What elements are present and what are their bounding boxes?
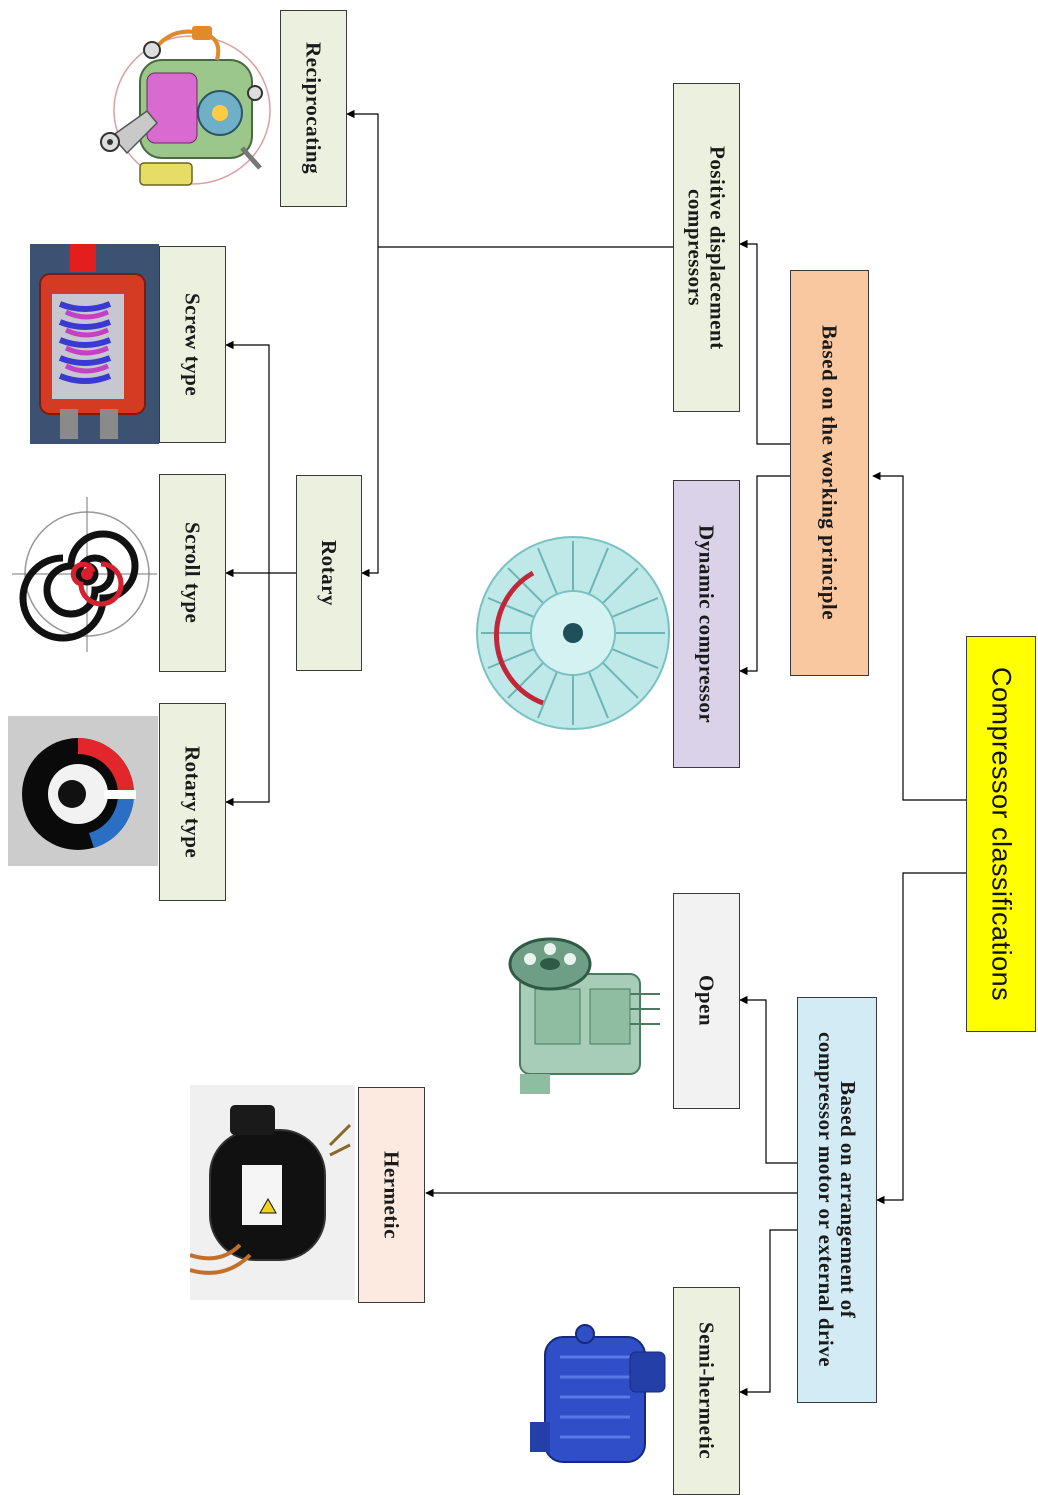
motor-arrangement-label: Based on arrangement of compressor motor… — [814, 1032, 861, 1368]
connector-to-rotary — [361, 247, 379, 578]
working-principle-label: Based on the working principle — [817, 325, 842, 621]
connector-to-rotary-type — [225, 573, 270, 807]
title-box: Compressor classifications — [966, 636, 1036, 1032]
diagram-title: Compressor classifications — [986, 666, 1017, 1002]
rotary-box: Rotary — [296, 475, 362, 671]
semi-hermetic-compressor-icon — [530, 1324, 666, 1463]
positive-displacement-box: Positive displacement compressors — [673, 83, 740, 412]
hermetic-label: Hermetic — [379, 1151, 404, 1239]
motor-arrangement-box: Based on arrangement of compressor motor… — [797, 997, 877, 1403]
hermetic-compressor-shell-icon — [190, 1085, 355, 1300]
working-principle-box: Based on the working principle — [790, 270, 869, 676]
open-label: Open — [694, 975, 719, 1027]
screw-type-box: Screw type — [159, 246, 226, 443]
connector-to-open — [739, 995, 797, 1164]
reciprocating-compressor-cutaway-icon — [100, 26, 271, 186]
connector-working-to-positive — [739, 239, 790, 445]
reciprocating-label: Reciprocating — [301, 42, 326, 175]
scroll-type-label: Scroll type — [180, 522, 205, 624]
dynamic-compressor-box: Dynamic compressor — [673, 480, 740, 768]
connector-title-to-working-principle — [872, 471, 966, 801]
connector-to-semi-hermetic — [739, 1229, 797, 1397]
open-compressor-flywheel-icon — [508, 937, 660, 1094]
hermetic-box: Hermetic — [358, 1087, 425, 1303]
connector-to-screw — [225, 340, 270, 573]
screw-compressor-rotors-icon — [30, 244, 159, 444]
rotary-label: Rotary — [317, 540, 342, 606]
rotary-type-box: Rotary type — [159, 703, 226, 901]
scroll-spiral-icon — [12, 497, 157, 652]
positive-displacement-label: Positive displacement compressors — [683, 145, 730, 350]
open-box: Open — [673, 893, 740, 1109]
connector-title-to-motor-arrangement — [876, 872, 966, 1205]
centrifugal-impeller-icon — [476, 536, 670, 730]
screw-type-label: Screw type — [180, 292, 205, 397]
rotary-type-label: Rotary type — [180, 745, 205, 859]
rotary-vane-icon — [8, 716, 158, 866]
connector-to-reciprocating — [346, 109, 379, 247]
semi-hermetic-label: Semi-hermetic — [694, 1322, 719, 1460]
connector-working-to-dynamic — [739, 475, 790, 676]
scroll-type-box: Scroll type — [159, 474, 226, 672]
reciprocating-box: Reciprocating — [280, 10, 347, 207]
dynamic-compressor-label: Dynamic compressor — [694, 524, 719, 724]
semi-hermetic-box: Semi-hermetic — [673, 1287, 740, 1495]
